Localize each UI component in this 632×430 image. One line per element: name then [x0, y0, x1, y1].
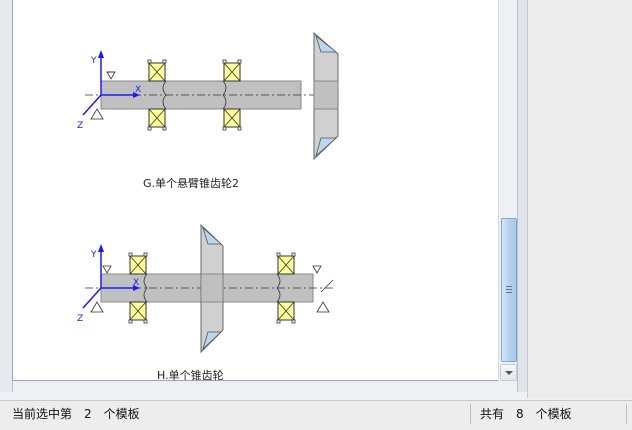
- axis-y-label: Y: [90, 56, 97, 66]
- support-symbol: [90, 71, 116, 120]
- template-g-diagram[interactable]: Y X Z: [63, 30, 353, 165]
- coordinate-axes: Y X Z: [77, 50, 141, 131]
- bevel-gear: [200, 223, 224, 354]
- axis-z-label: Z: [77, 121, 83, 131]
- bearing-2: [222, 59, 242, 131]
- template-g-caption[interactable]: G.单个悬臂锥齿轮2: [143, 177, 240, 190]
- bevel-gear: [313, 31, 339, 161]
- right-frame-border: [517, 0, 528, 392]
- support-symbol: [90, 265, 334, 313]
- axis-x-label: X: [135, 85, 141, 95]
- scrollbar-thumb[interactable]: [501, 218, 517, 362]
- bearing-1: [128, 252, 148, 324]
- axis-y-label: Y: [90, 250, 97, 260]
- axis-z-label: Z: [77, 314, 83, 324]
- status-bar: 当前选中第 2 个模板 共有 8 个模板: [0, 400, 632, 430]
- status-template-count: 共有 8 个模板: [474, 404, 627, 424]
- coordinate-axes: Y X Z: [77, 244, 140, 324]
- scroll-down-button[interactable]: [500, 364, 517, 381]
- bearing-2: [276, 252, 296, 324]
- template-h-caption[interactable]: H.单个锥齿轮: [157, 369, 224, 382]
- status-selected-template: 当前选中第 2 个模板: [6, 404, 471, 424]
- template-h-diagram[interactable]: Y X Z: [63, 222, 353, 357]
- right-side-panel: [527, 0, 632, 398]
- template-preview-panel[interactable]: Y X Z G.单个悬臂锥齿轮2: [12, 0, 499, 382]
- vertical-scrollbar[interactable]: [498, 0, 518, 381]
- axis-x-label: X: [133, 278, 139, 288]
- bearing-1: [147, 59, 167, 131]
